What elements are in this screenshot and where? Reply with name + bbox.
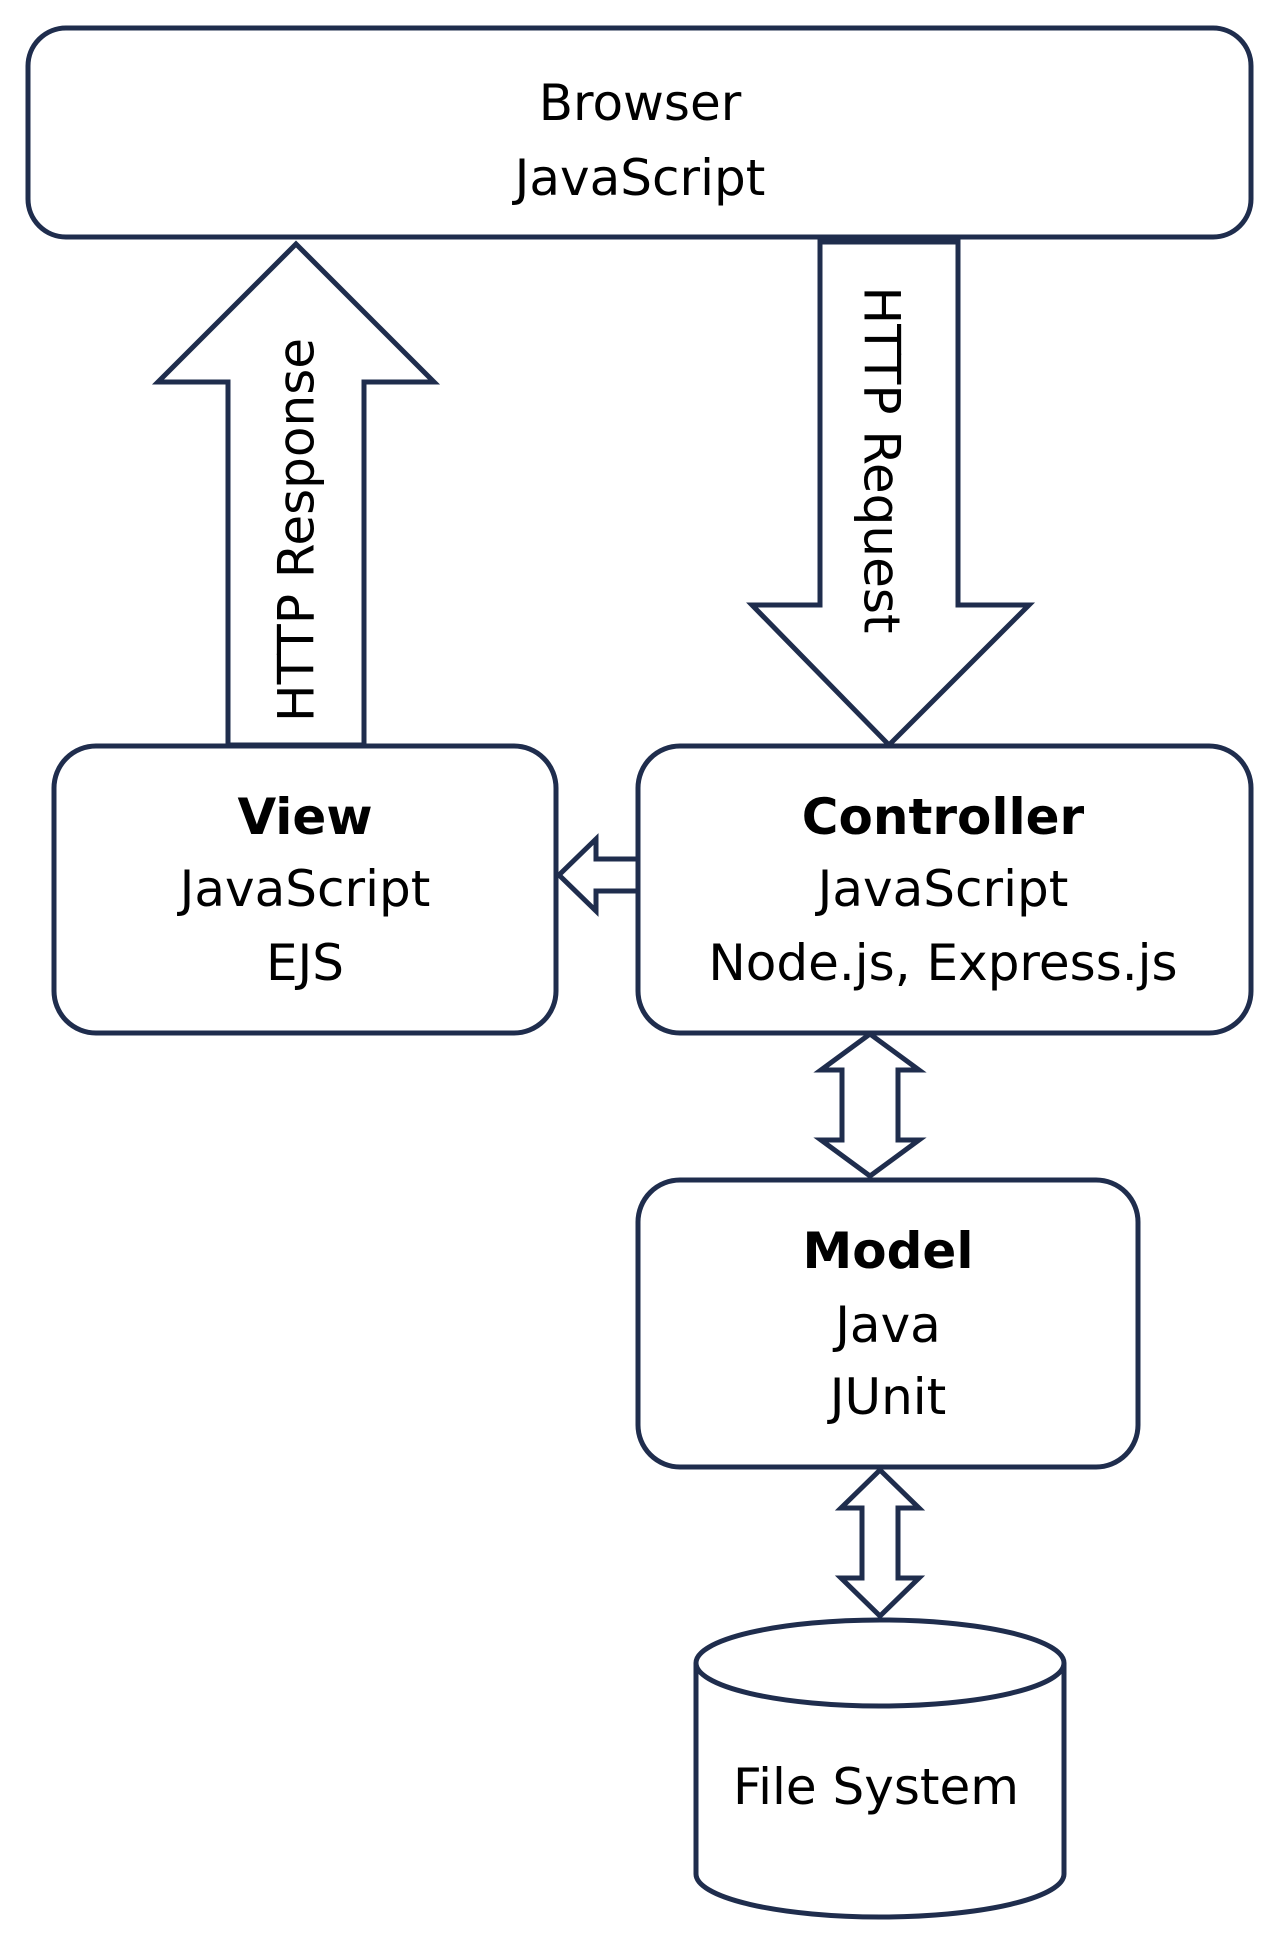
browser-label: Browser (539, 74, 742, 132)
model-box (635, 1177, 1141, 1470)
model-line-2: JUnit (827, 1368, 947, 1426)
http-request-arrow: HTTP Request (746, 239, 1036, 749)
http-response-label: HTTP Response (268, 338, 326, 722)
view-box (51, 743, 559, 1036)
view-line-2: EJS (266, 934, 344, 992)
controller-line-2: Node.js, Express.js (708, 934, 1177, 992)
file-system-label: File System (733, 1758, 1019, 1816)
controller-to-view-arrow (555, 833, 641, 917)
http-response-arrow: HTTP Response (151, 240, 441, 748)
browser-sublabel: JavaScript (512, 149, 766, 207)
view-title: View (237, 788, 372, 846)
controller-model-arrow (813, 1030, 927, 1180)
controller-node: Controller JavaScript Node.js, Express.j… (635, 743, 1254, 1036)
view-line-1: JavaScript (177, 860, 431, 918)
model-line-1: Java (832, 1296, 941, 1354)
controller-line-1: JavaScript (815, 860, 1069, 918)
http-request-arrow-shape (746, 239, 1036, 749)
view-node: View JavaScript EJS (51, 743, 559, 1036)
http-request-label: HTTP Request (853, 287, 911, 634)
file-system-cylinder-body (693, 1663, 1067, 1920)
file-system-cylinder-top (693, 1617, 1067, 1709)
model-title: Model (803, 1222, 974, 1280)
controller-title: Controller (802, 788, 1085, 846)
browser-box (25, 25, 1254, 240)
model-node: Model Java JUnit (635, 1177, 1141, 1470)
browser-node: Browser JavaScript (25, 25, 1254, 240)
file-system-node: File System (693, 1617, 1067, 1920)
model-filesystem-arrow (834, 1466, 926, 1620)
http-response-arrow-shape (151, 240, 441, 748)
